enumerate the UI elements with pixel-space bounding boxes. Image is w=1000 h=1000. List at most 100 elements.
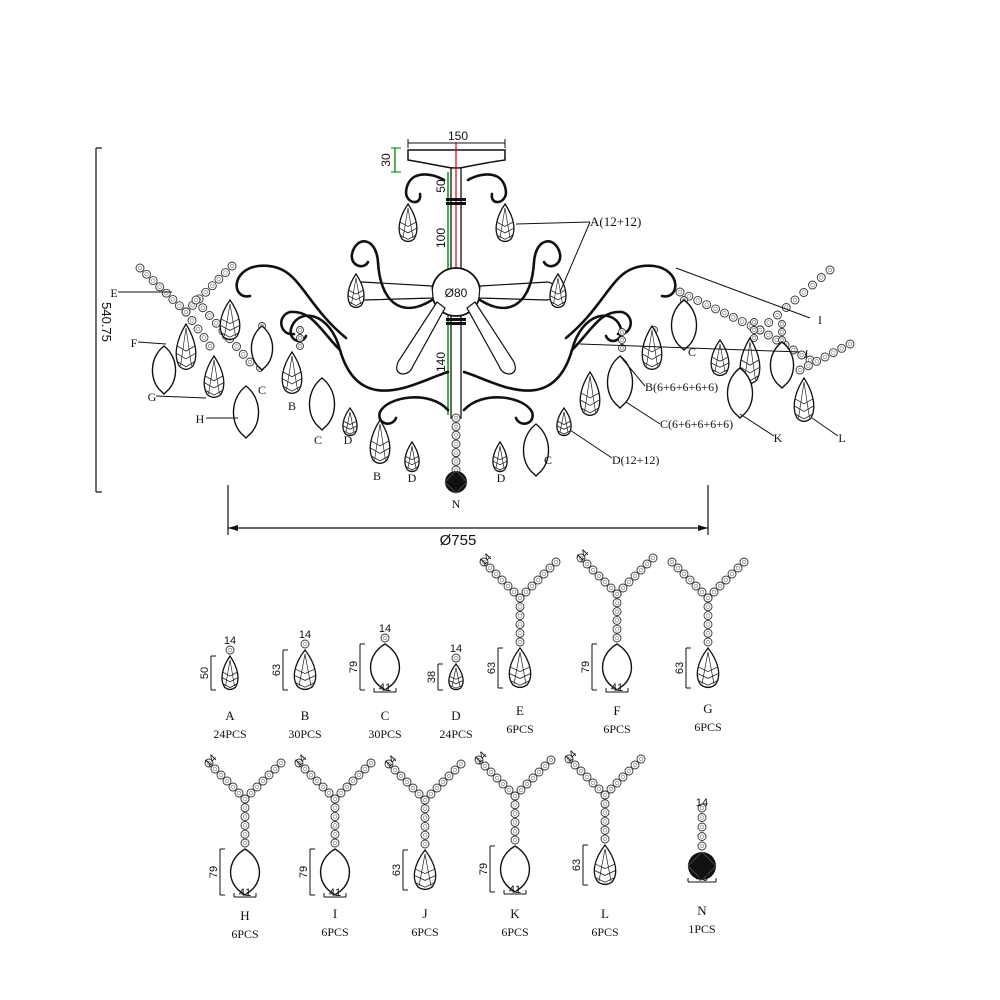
bead (515, 611, 525, 621)
faceted-crystal (641, 324, 663, 370)
bead (480, 761, 490, 771)
bead (624, 577, 634, 587)
bead (825, 265, 835, 275)
bead (479, 557, 489, 567)
bead (240, 794, 250, 804)
bead (803, 361, 813, 371)
part-width-label: 41 (611, 682, 623, 694)
part-quantity: 6PCS (411, 925, 438, 939)
bead (366, 758, 376, 768)
bead (773, 310, 782, 320)
bead (510, 817, 520, 827)
bead (240, 820, 250, 830)
bead (451, 448, 461, 458)
part-quantity: 24PCS (213, 727, 246, 741)
bead (711, 304, 721, 314)
bead (527, 581, 537, 591)
bead (750, 318, 758, 326)
bead (515, 602, 525, 612)
faceted-crystal (579, 370, 601, 416)
hub-diameter-label: Ø80 (445, 286, 468, 300)
leader-line (569, 429, 613, 459)
bead (600, 808, 610, 818)
bead (600, 790, 610, 800)
leaf-crystal (151, 345, 177, 395)
bead (276, 758, 286, 768)
bead (486, 767, 496, 777)
bead (497, 575, 507, 585)
leaf-crystal (250, 325, 274, 371)
bead (232, 342, 241, 351)
bead (618, 328, 626, 336)
bead (510, 809, 520, 819)
faceted-crystal (347, 272, 365, 309)
bead (612, 615, 622, 625)
part-height-label: 63 (571, 859, 583, 871)
leader-line (625, 401, 661, 425)
bead (642, 559, 652, 569)
leader-line (811, 417, 839, 437)
parts-list: 1450A24PCS1463B30PCS147941C30PCS1438D24P… (199, 547, 749, 941)
bead (697, 822, 707, 832)
bead (240, 838, 250, 848)
scroll-arm-7 (378, 396, 450, 425)
bead (703, 611, 713, 621)
bead (348, 776, 358, 786)
bead (510, 826, 520, 836)
bead (330, 803, 340, 813)
ball-crystal (687, 851, 717, 881)
leader-line (675, 267, 811, 319)
bead (522, 779, 532, 789)
bead (318, 782, 328, 792)
bead (240, 829, 250, 839)
bead (238, 349, 248, 359)
bead (691, 581, 701, 591)
callout-A: A(12+12) (590, 214, 641, 229)
bead (600, 799, 610, 809)
bead (675, 287, 685, 297)
bead (300, 764, 310, 774)
bead (264, 770, 274, 780)
label-B: B (373, 469, 381, 483)
scroll-arm-2 (478, 240, 562, 310)
part-letter: L (601, 906, 609, 921)
bead (451, 413, 461, 423)
part-top-dimension: 14 (224, 635, 236, 647)
scroll-arm-11 (280, 310, 342, 352)
scroll-arm-6 (466, 173, 508, 204)
part-height-label: 79 (298, 866, 310, 878)
leaf-crystal (606, 355, 634, 409)
faceted-crystal (369, 418, 391, 464)
leaf-crystal (369, 643, 401, 691)
bead (618, 336, 626, 344)
bead (509, 587, 519, 597)
bead (600, 577, 610, 587)
bead (521, 587, 531, 597)
part-top-dimension: 14 (299, 629, 311, 641)
bead (545, 563, 555, 573)
bead (600, 825, 610, 835)
bead (576, 766, 586, 776)
bead (414, 789, 424, 799)
part-height-label: 63 (674, 662, 686, 674)
bead (451, 456, 461, 466)
part-quantity: 6PCS (231, 927, 258, 941)
bead (181, 307, 191, 317)
bead (739, 557, 749, 567)
leader-line (619, 355, 646, 387)
leaf-crystal (319, 848, 351, 896)
part-quantity: 6PCS (506, 722, 533, 736)
part-width-label: 40 (696, 872, 708, 884)
total-height-label: 540.75 (99, 302, 114, 342)
bead (570, 760, 580, 770)
bead (790, 295, 800, 305)
bead (703, 593, 713, 603)
callout-J: J (804, 347, 809, 361)
bead (697, 813, 707, 822)
bead (539, 569, 549, 579)
bead (551, 557, 561, 567)
bead (816, 273, 826, 282)
